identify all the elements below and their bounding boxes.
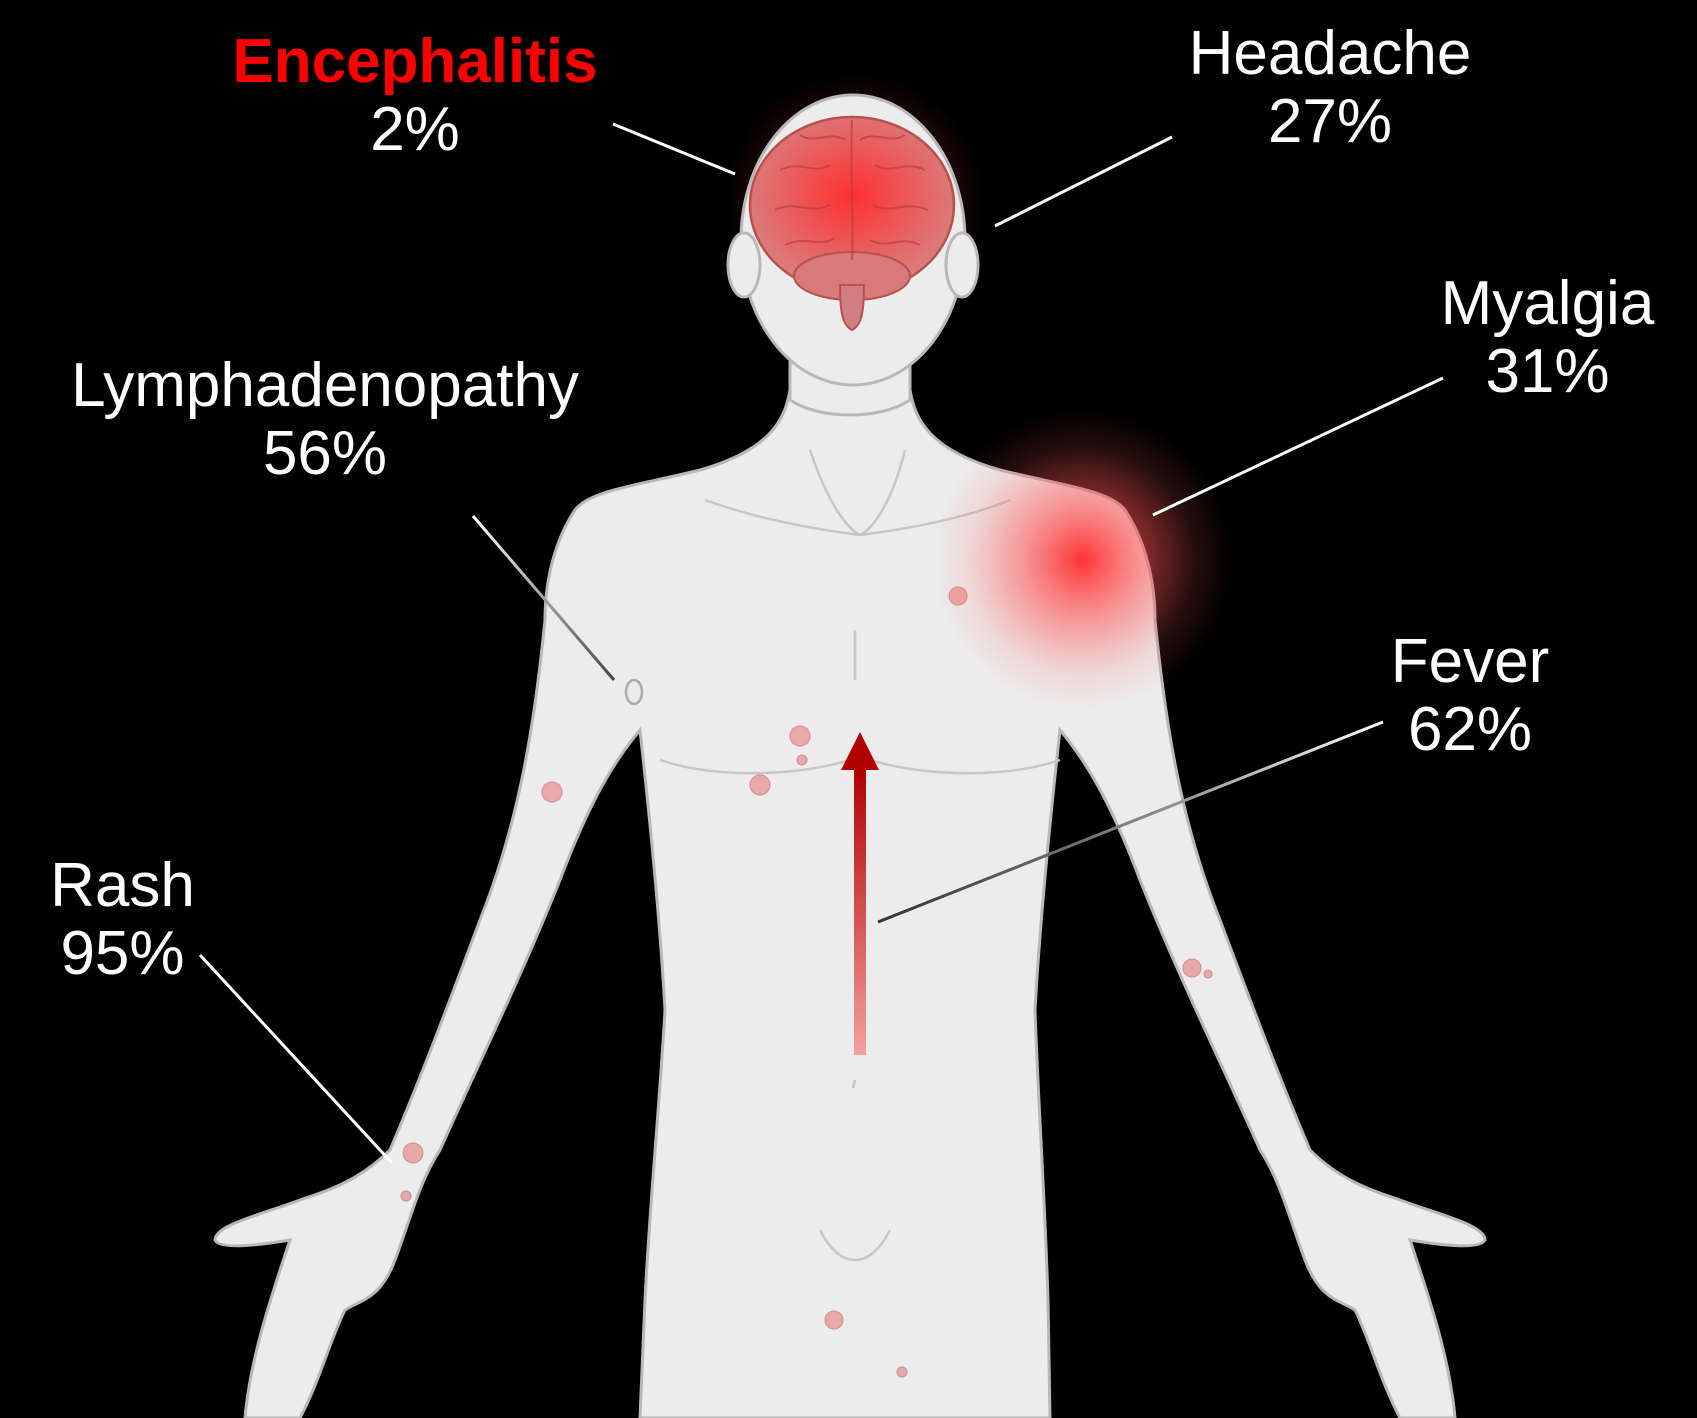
lymph-node: [626, 680, 642, 704]
symptom-percent: 62%: [1320, 696, 1620, 764]
symptom-percent: 27%: [1140, 88, 1520, 156]
fever-label: Fever 62%: [1320, 628, 1620, 764]
symptom-name: Myalgia: [1400, 270, 1695, 338]
symptom-name: Fever: [1320, 628, 1620, 696]
shoulder-inflammation-glow: [932, 410, 1232, 710]
rash-label: Rash 95%: [0, 852, 245, 988]
symptom-percent: 2%: [210, 96, 620, 164]
symptom-percent: 95%: [0, 920, 245, 988]
lymphadenopathy-label: Lymphadenopathy 56%: [0, 352, 650, 488]
headache-label: Headache 27%: [1140, 20, 1520, 156]
encephalitis-leader-line: [613, 124, 735, 174]
symptom-name: Rash: [0, 852, 245, 920]
encephalitis-label: Encephalitis 2%: [210, 28, 620, 164]
symptom-name: Lymphadenopathy: [0, 352, 650, 420]
symptom-name: Headache: [1140, 20, 1520, 88]
symptom-name: Encephalitis: [210, 28, 620, 96]
symptom-percent: 56%: [0, 420, 650, 488]
myalgia-label: Myalgia 31%: [1400, 270, 1695, 406]
symptom-percent: 31%: [1400, 338, 1695, 406]
